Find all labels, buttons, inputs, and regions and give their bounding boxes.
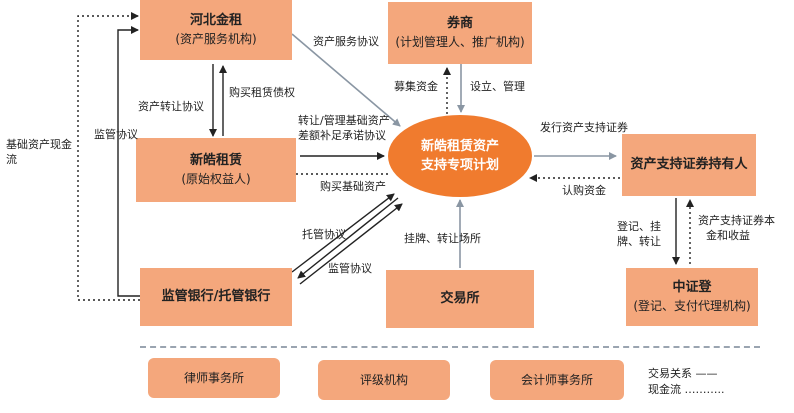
- node-holders: 资产支持证券持有人: [622, 134, 756, 196]
- node-csdc-sub: (登记、支付代理机构): [633, 299, 751, 313]
- arrow-supervision-left: [117, 26, 140, 297]
- arrow-cashflow: [77, 12, 140, 301]
- node-broker-sub: (计划管理人、推广机构): [395, 35, 525, 49]
- node-special-plan: 新皓租赁资产 支持专项计划: [388, 115, 532, 197]
- legend-cash: 现金流 ………..: [648, 383, 725, 396]
- label-supervision-left: 监管协议: [94, 128, 138, 141]
- label-listing: 挂牌、转让场所: [404, 232, 481, 245]
- node-hebei-leasing: 河北金租 (资产服务机构): [140, 0, 292, 60]
- node-hebei-sub: (资产服务机构): [175, 32, 257, 46]
- label-custody: 托管协议: [302, 228, 346, 241]
- node-hebei-title: 河北金租: [189, 13, 242, 28]
- node-broker: 券商 (计划管理人、推广机构): [388, 2, 532, 64]
- label-supervision-agreement: 监管协议: [328, 262, 372, 275]
- label-buy-claims: 购买租赁债权: [229, 86, 295, 99]
- label-cashflow-line2: 流: [6, 153, 17, 166]
- label-register-line1: 登记、挂: [617, 220, 661, 233]
- label-setup: 设立、管理: [470, 80, 525, 93]
- node-lawyer-title: 律师事务所: [183, 371, 244, 385]
- node-xinhao-title: 新皓租赁: [189, 153, 242, 168]
- label-transfer-line1: 转让/管理基础资产: [298, 114, 390, 127]
- label-asset-service: 资产服务协议: [313, 35, 379, 48]
- node-xinhao-leasing: 新皓租赁 (原始权益人): [136, 138, 296, 202]
- label-register-line2: 牌、转让: [617, 235, 661, 248]
- separator-line: [140, 346, 760, 348]
- node-rating: 评级机构: [318, 360, 450, 400]
- label-cashflow-line1: 基础资产现金: [6, 138, 72, 151]
- node-lawyer: 律师事务所: [148, 358, 280, 398]
- label-raise: 募集资金: [394, 80, 438, 93]
- node-accountant: 会计师事务所: [490, 360, 624, 400]
- label-transfer-agreement: 资产转让协议: [138, 100, 204, 113]
- label-transfer-line2: 差额补足承诺协议: [298, 129, 386, 142]
- node-accountant-title: 会计师事务所: [520, 373, 593, 387]
- node-broker-title: 券商: [446, 16, 473, 31]
- label-issue: 发行资产支持证券: [540, 121, 628, 134]
- node-csdc: 中证登 (登记、支付代理机构): [626, 268, 758, 326]
- legend-trade: 交易关系 ——: [648, 367, 718, 380]
- node-bank-title: 监管银行/托管银行: [161, 289, 271, 304]
- label-buy-assets: 购买基础资产: [320, 180, 386, 193]
- label-subscribe: 认购资金: [562, 184, 606, 197]
- label-principal-line1: 资产支持证券本: [698, 214, 775, 227]
- arrow-asset-service: [291, 33, 401, 127]
- node-holders-title: 资产支持证券持有人: [630, 157, 748, 172]
- label-principal-line2: 金和收益: [706, 229, 750, 242]
- arrow-custody-2: [297, 197, 399, 279]
- arrow-custody-3: [299, 203, 403, 285]
- node-rating-title: 评级机构: [359, 373, 408, 387]
- node-bank: 监管银行/托管银行: [140, 268, 292, 326]
- node-csdc-title: 中证登: [672, 280, 712, 295]
- plan-line2: 支持专项计划: [420, 158, 499, 173]
- node-exchange: 交易所: [386, 270, 534, 328]
- node-xinhao-sub: (原始权益人): [181, 172, 251, 186]
- node-exchange-title: 交易所: [440, 291, 480, 306]
- plan-line1: 新皓租赁资产: [420, 139, 499, 154]
- arrow-custody-1: [291, 193, 395, 273]
